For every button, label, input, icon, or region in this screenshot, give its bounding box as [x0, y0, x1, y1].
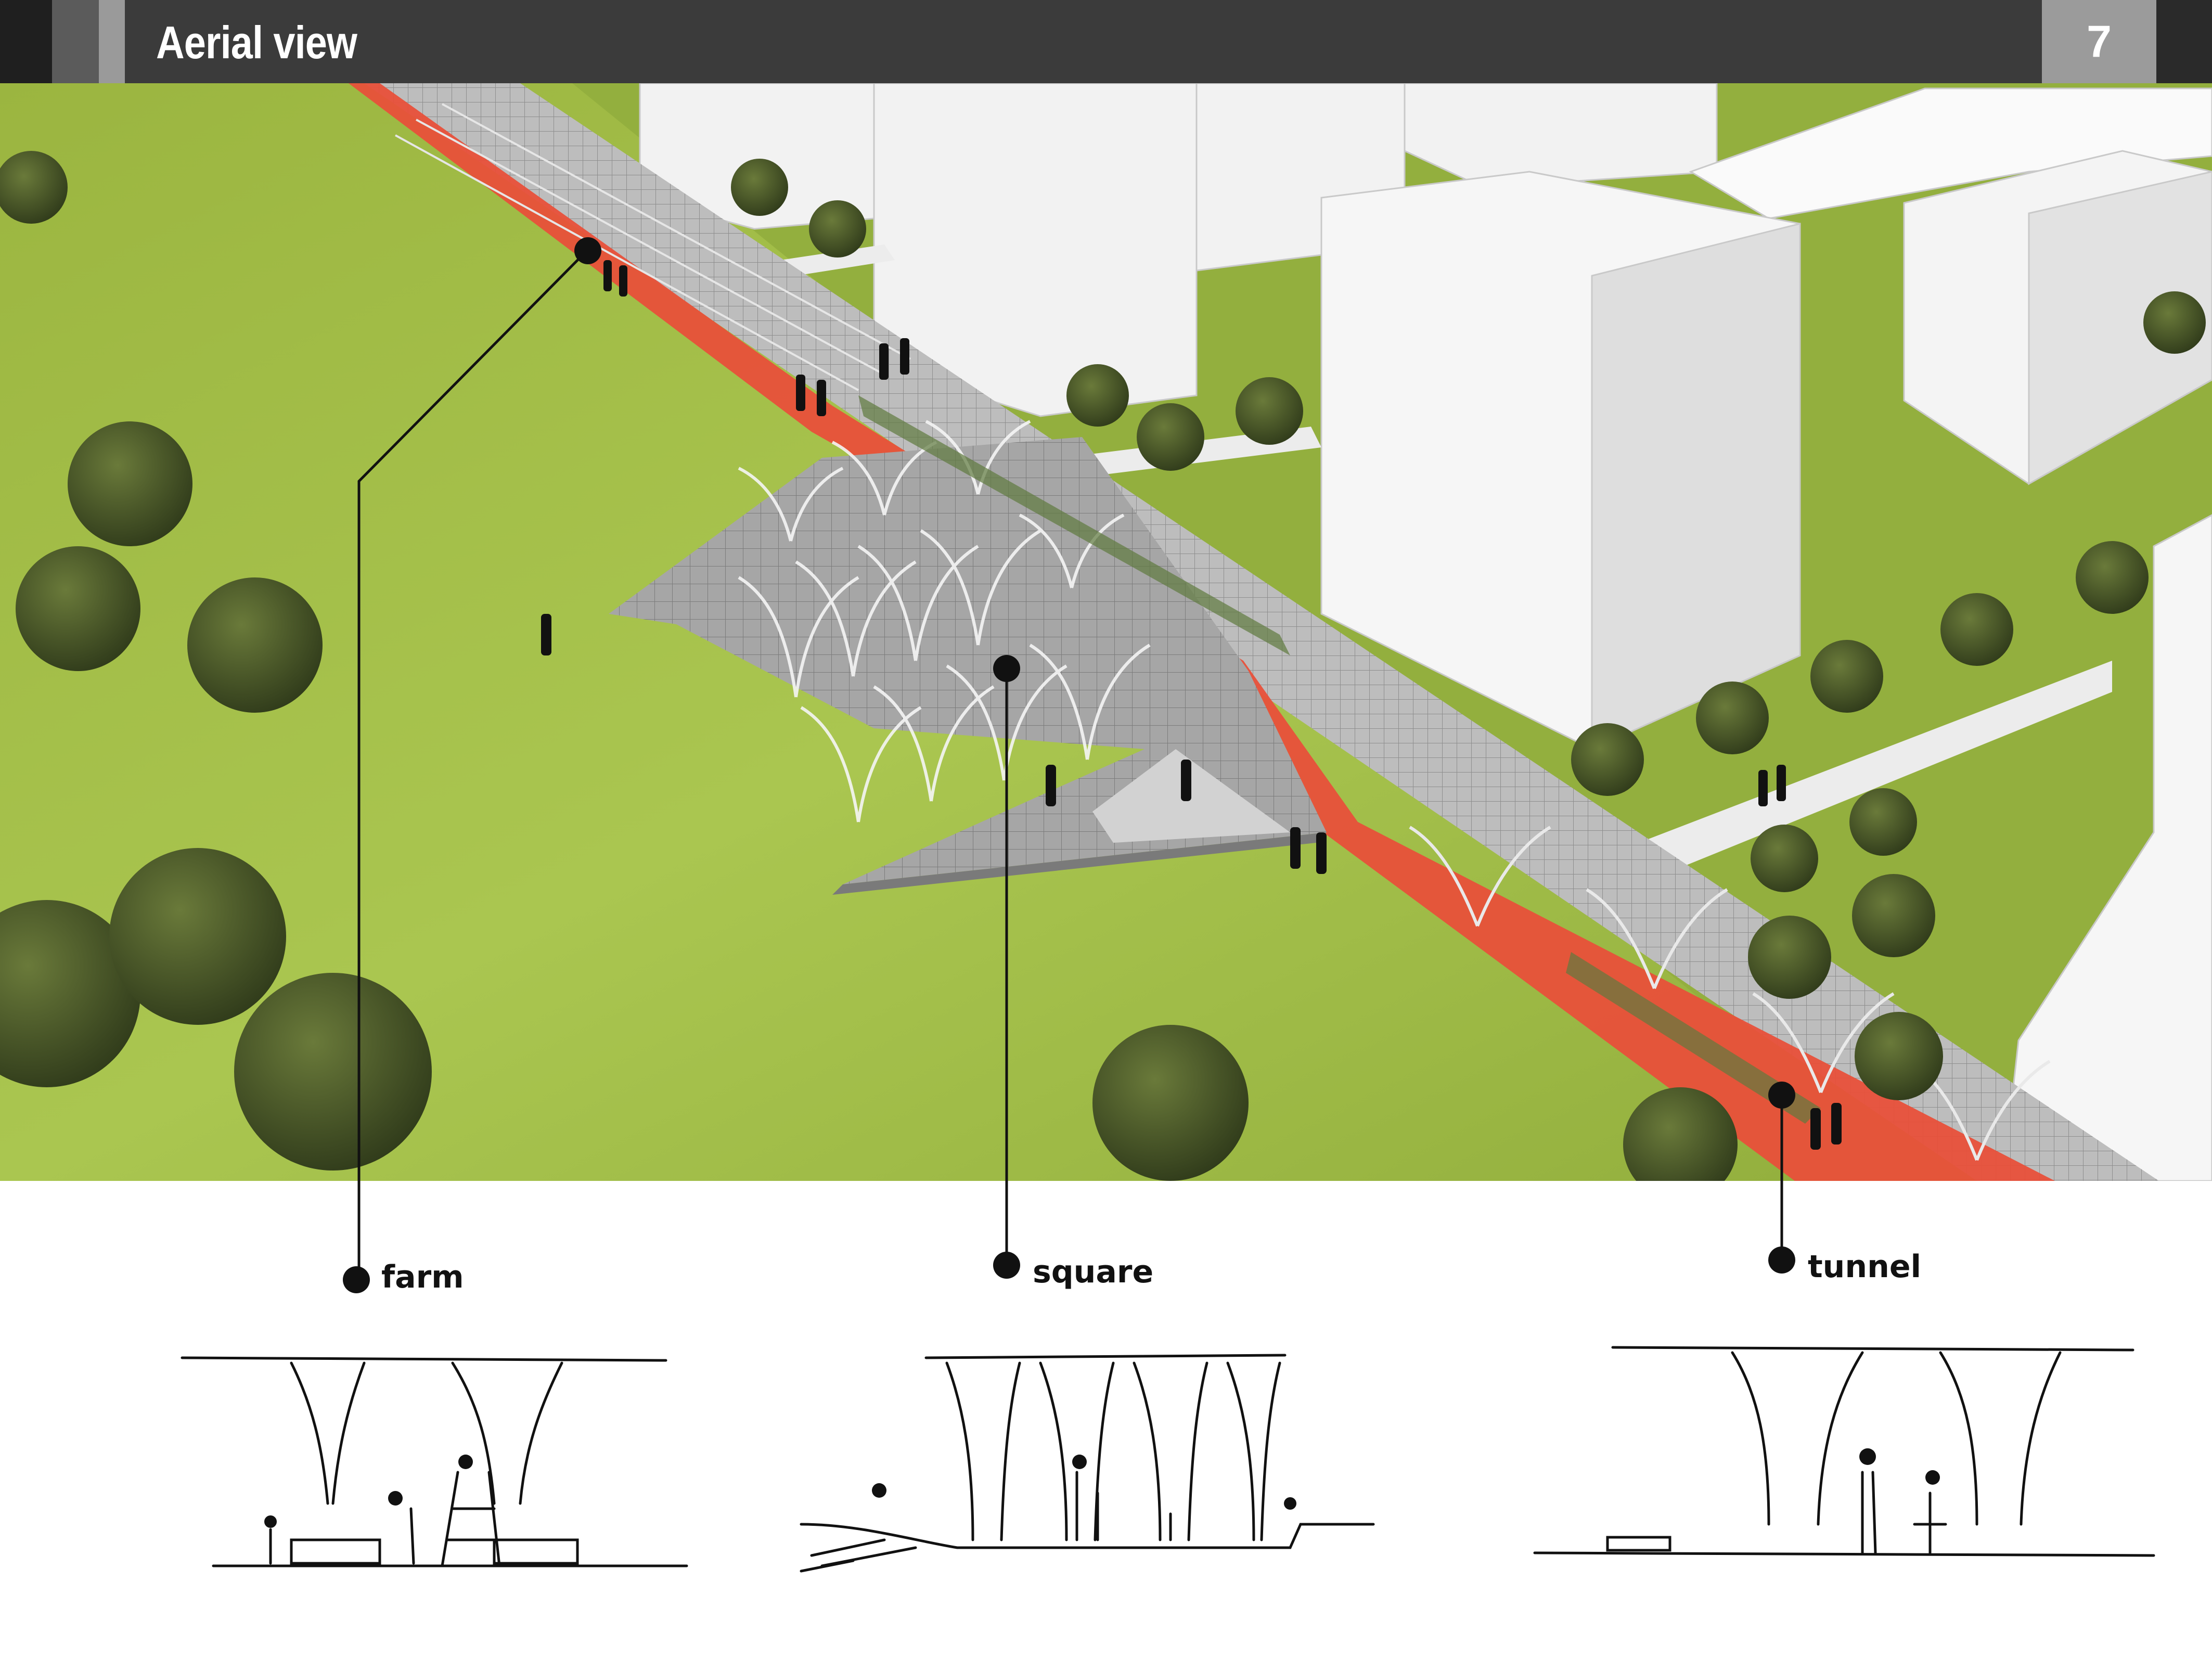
shrub-strip — [1566, 952, 1821, 1124]
tree — [0, 151, 68, 224]
callout-label-farm: farm — [381, 1259, 464, 1295]
marker-dot-icon — [1768, 1082, 1795, 1109]
shrub-strip — [858, 395, 1290, 655]
person — [1831, 1103, 1842, 1144]
person — [1316, 832, 1327, 874]
sketch-tunnel — [1533, 1346, 2155, 1557]
tree — [1751, 825, 1818, 892]
tree — [1940, 593, 2013, 666]
tree — [16, 546, 140, 671]
tree — [2143, 291, 2206, 354]
tree — [68, 421, 192, 546]
sidewalk — [1639, 661, 2112, 874]
tree-group — [731, 159, 2206, 1100]
tree — [731, 159, 788, 216]
tree — [0, 900, 140, 1087]
person — [1810, 1108, 1821, 1150]
person — [541, 614, 551, 655]
sunken-square-edge — [832, 832, 1327, 895]
marker-dot-icon — [574, 237, 601, 264]
person — [1758, 770, 1768, 806]
marker-dot-icon — [343, 1266, 370, 1293]
page-number-box: 7 — [2042, 0, 2156, 83]
tree — [1696, 681, 1769, 754]
person — [619, 265, 627, 297]
building-group — [639, 83, 2212, 1181]
person — [1290, 827, 1301, 869]
tree — [2076, 541, 2149, 614]
person — [1777, 765, 1786, 801]
sketch-figures — [264, 1448, 1940, 1528]
callout-label-tunnel: tunnel — [1808, 1249, 1922, 1285]
tree — [1810, 640, 1883, 713]
tree — [1623, 1087, 1738, 1181]
sketch-square — [800, 1354, 1375, 1573]
person — [603, 260, 612, 291]
tree — [109, 848, 286, 1025]
tree — [1571, 723, 1644, 796]
tree — [1855, 1012, 1943, 1100]
tree — [1137, 403, 1204, 471]
people-silhouettes — [541, 260, 1842, 1150]
farm-canopy — [395, 103, 911, 391]
tree — [1748, 916, 1831, 999]
page-number: 7 — [2087, 17, 2112, 67]
header-bar: Aerial view 7 — [0, 0, 2212, 83]
page-title: Aerial view — [156, 17, 357, 68]
header-accent-block — [99, 0, 125, 83]
tree — [809, 200, 866, 258]
building — [1404, 83, 1718, 188]
header-accent-block — [52, 0, 99, 83]
tree-group — [0, 151, 1738, 1181]
leader-line-farm — [357, 249, 589, 1277]
tunnel-canopy — [1409, 826, 2051, 1161]
marker-dot-icon — [1768, 1246, 1795, 1274]
person — [900, 338, 909, 375]
person — [879, 343, 889, 380]
tree — [1092, 1025, 1249, 1181]
callout-label-square: square — [1033, 1254, 1154, 1290]
red-cycle-path — [349, 83, 2055, 1181]
marker-dot-icon — [993, 1252, 1020, 1279]
tree — [1852, 874, 1935, 957]
header-accent-block — [0, 0, 52, 83]
tree — [1849, 788, 1917, 856]
header-accent-block — [2156, 0, 2212, 83]
person — [1046, 765, 1056, 806]
tree — [1066, 364, 1129, 427]
building — [2002, 514, 2212, 1181]
person — [796, 375, 805, 411]
tree — [1236, 377, 1303, 445]
person — [817, 380, 826, 416]
canopy-structures — [738, 420, 1151, 822]
tree — [187, 577, 323, 713]
sidewalk — [780, 245, 895, 276]
person — [1181, 760, 1191, 801]
building-side — [2028, 171, 2212, 485]
aerial-rendering — [0, 83, 2212, 1181]
section-sketches — [181, 1346, 2155, 1573]
tree — [234, 973, 432, 1171]
marker-dot-icon — [993, 655, 1020, 682]
sketch-farm — [181, 1356, 688, 1567]
